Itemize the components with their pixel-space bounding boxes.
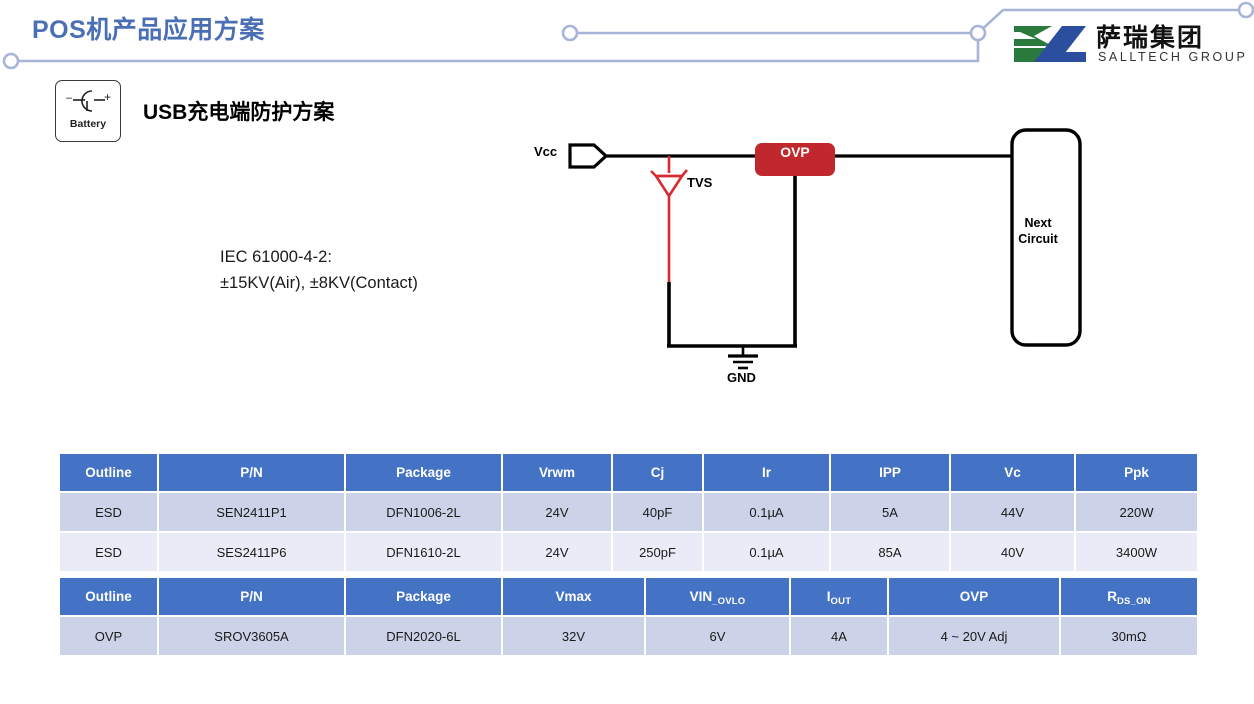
cell-ovp: 4 ~ 20V Adj	[888, 616, 1061, 657]
brand-logo: 萨瑞集团 SALLTECH GROUP	[1012, 18, 1248, 76]
table-row: ESD SES2411P6 DFN1610-2L 24V 250pF 0.1µA…	[60, 532, 1197, 573]
logo-name-en: SALLTECH GROUP	[1098, 50, 1248, 64]
column-header-ir: Ir	[703, 454, 831, 493]
svg-text:–: –	[66, 92, 73, 104]
column-header-cj: Cj	[612, 454, 704, 493]
tvs-label: TVS	[687, 175, 713, 190]
cell-cj: 250pF	[612, 532, 704, 573]
circuit-schematic: Vcc TVS GND OVP Next Circuit	[520, 118, 1120, 408]
esd-parameter-table: Outline P/N Package Vrwm Cj Ir IPP Vc Pp…	[60, 454, 1197, 573]
cell-vc: 40V	[950, 532, 1076, 573]
header-decoration	[2, 1, 1254, 70]
salltech-logo-icon	[1014, 26, 1086, 62]
iec-rating: ±15KV(Air), ±8KV(Contact)	[220, 273, 418, 292]
cell-vin-ovlo: 6V	[645, 616, 791, 657]
svg-text:+: +	[104, 90, 111, 104]
cell-ir: 0.1µA	[703, 492, 831, 533]
cell-package: DFN2020-6L	[345, 616, 503, 657]
cell-outline: OVP	[60, 616, 159, 657]
section-title-cn: 充电端防护方案	[187, 99, 335, 124]
cell-package: DFN1006-2L	[345, 492, 503, 533]
decoration-node-left	[2, 52, 20, 70]
decoration-node-far	[1237, 1, 1254, 19]
cell-vmax: 32V	[502, 616, 646, 657]
column-header-vin-ovlo: VIN_OVLO	[645, 578, 791, 617]
cell-pn: SEN2411P1	[158, 492, 346, 533]
cell-vrwm: 24V	[502, 532, 613, 573]
column-header-package: Package	[345, 454, 503, 493]
section-title-latin: USB	[143, 101, 188, 124]
cell-package: DFN1610-2L	[345, 532, 503, 573]
decoration-node-mid	[561, 24, 579, 42]
column-header-outline: Outline	[60, 454, 159, 493]
battery-badge: – + Battery	[55, 80, 121, 142]
battery-icon: – +	[66, 90, 111, 112]
column-header-vc: Vc	[950, 454, 1076, 493]
cell-pn: SES2411P6	[158, 532, 346, 573]
cell-cj: 40pF	[612, 492, 704, 533]
table-row: ESD SEN2411P1 DFN1006-2L 24V 40pF 0.1µA …	[60, 492, 1197, 533]
vcc-port-icon	[568, 143, 609, 169]
cell-rds-on: 30mΩ	[1060, 616, 1197, 657]
cell-ppk: 3400W	[1075, 532, 1197, 573]
vcc-label: Vcc	[534, 144, 558, 159]
ovp-block	[755, 143, 835, 176]
column-header-vmax: Vmax	[502, 578, 646, 617]
column-header-ipp: IPP	[830, 454, 951, 493]
logo-name-cn: 萨瑞集团	[1096, 23, 1205, 52]
cell-ipp: 5A	[830, 492, 951, 533]
page-title: POS机产品应用方案	[32, 16, 265, 44]
cell-outline: ESD	[60, 492, 159, 533]
column-header-iout: IOUT	[790, 578, 889, 617]
iec-note: IEC 61000-4-2: ±15KV(Air), ±8KV(Contact)	[220, 245, 418, 296]
cell-pn: SROV3605A	[158, 616, 346, 657]
table-row: OVP SROV3605A DFN2020-6L 32V 6V 4A 4 ~ 2…	[60, 616, 1197, 657]
table-header-row: Outline P/N Package Vmax VIN_OVLO IOUT O…	[60, 578, 1197, 617]
column-header-ovp: OVP	[888, 578, 1061, 617]
battery-label: Battery	[69, 118, 107, 130]
section-title: USB充电端防护方案	[143, 96, 334, 126]
cell-iout: 4A	[790, 616, 889, 657]
column-header-outline: Outline	[60, 578, 159, 617]
iec-standard: IEC 61000-4-2:	[220, 248, 332, 266]
next-circuit-block	[1010, 128, 1082, 347]
cell-vrwm: 24V	[502, 492, 613, 533]
column-header-pn: P/N	[158, 454, 346, 493]
cell-ipp: 85A	[830, 532, 951, 573]
cell-ppk: 220W	[1075, 492, 1197, 533]
column-header-ppk: Ppk	[1075, 454, 1197, 493]
ovp-label: OVP	[780, 144, 810, 160]
decoration-node-right	[969, 24, 987, 42]
cell-ir: 0.1µA	[703, 532, 831, 573]
schematic-svg	[568, 128, 1082, 370]
cell-vc: 44V	[950, 492, 1076, 533]
cell-outline: ESD	[60, 532, 159, 573]
ovp-parameter-table: Outline P/N Package Vmax VIN_OVLO IOUT O…	[60, 578, 1197, 657]
column-header-package: Package	[345, 578, 503, 617]
tvs-diode-icon	[653, 174, 685, 199]
column-header-vrwm: Vrwm	[502, 454, 613, 493]
next-circuit-label: Next Circuit	[1018, 216, 1058, 246]
table-header-row: Outline P/N Package Vrwm Cj Ir IPP Vc Pp…	[60, 454, 1197, 493]
column-header-pn: P/N	[158, 578, 346, 617]
gnd-label: GND	[727, 370, 756, 385]
column-header-rds-on: RDS_ON	[1060, 578, 1197, 617]
